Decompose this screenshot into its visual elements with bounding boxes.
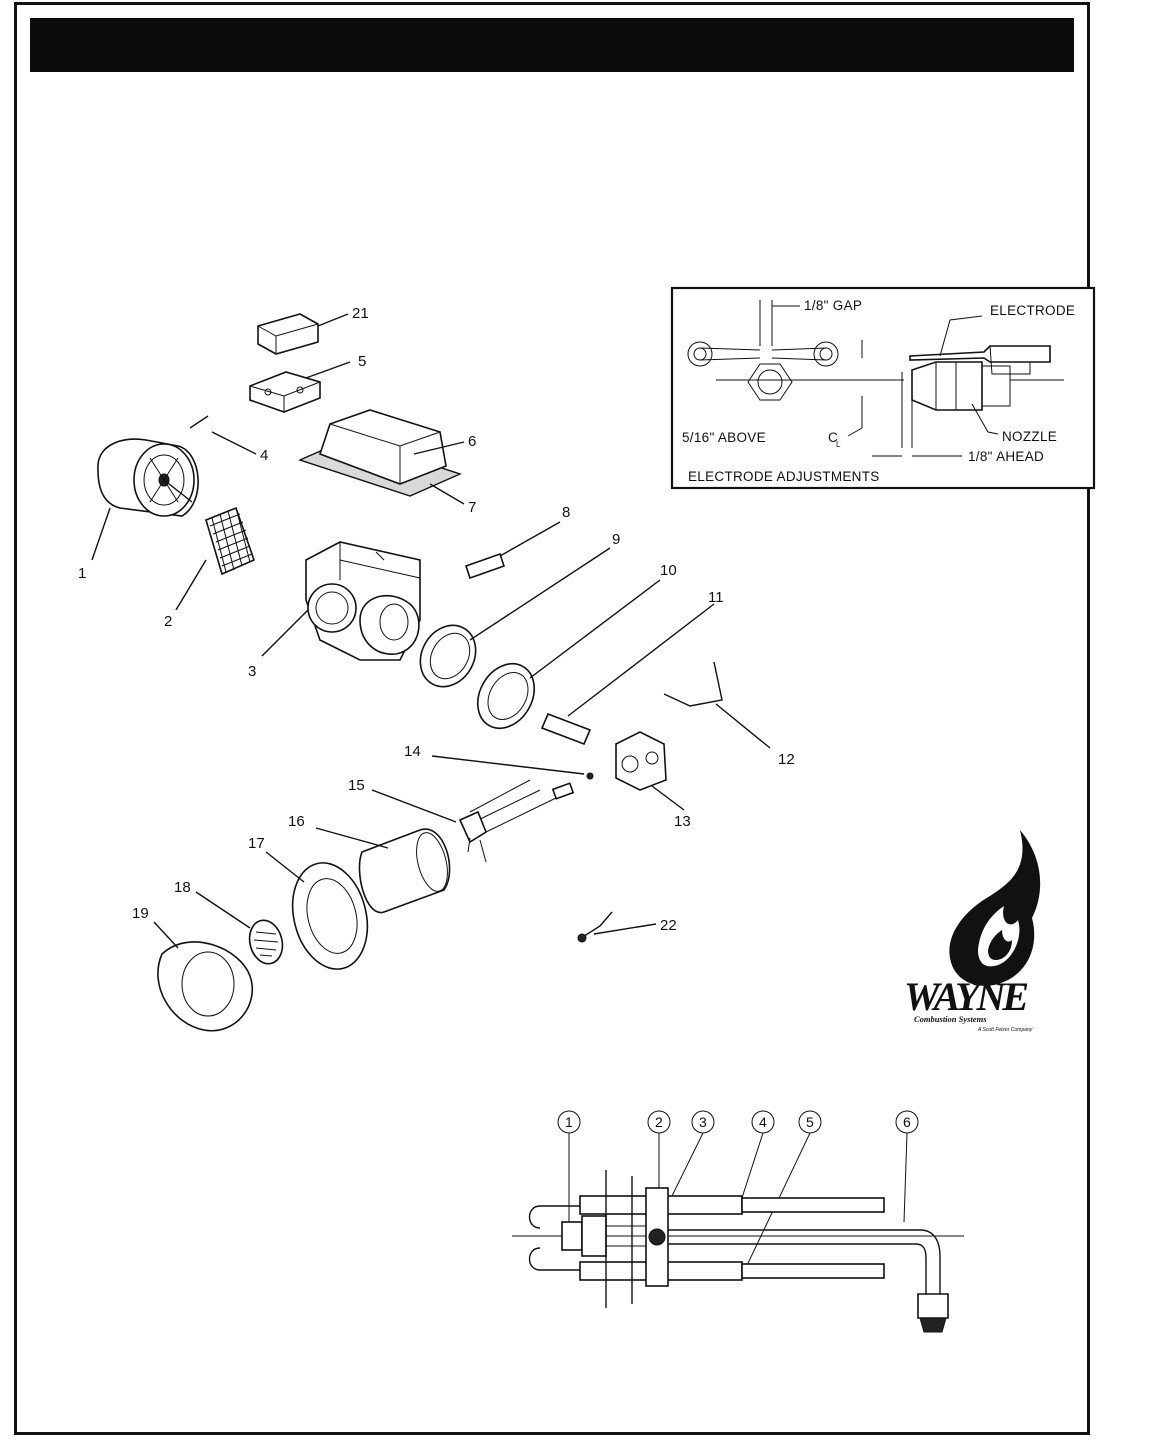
- part-15-electrode-assembly: [371, 779, 575, 863]
- assembly-callout-1: 1: [565, 1114, 573, 1130]
- part-19-plate: [153, 921, 254, 1032]
- page-frame: [14, 2, 1090, 1435]
- assembly-callout-2: 2: [655, 1114, 663, 1130]
- callout-6: 6: [468, 433, 476, 450]
- callout-17: 17: [248, 835, 265, 852]
- ahead-label: 1/8" AHEAD: [968, 449, 1044, 464]
- part-2-blower-wheel: [175, 506, 255, 611]
- logo-brand: WAYNE: [904, 974, 1027, 1019]
- electrode-label: ELECTRODE: [990, 303, 1075, 318]
- callout-16: 16: [288, 813, 305, 830]
- part-5-bracket: [249, 361, 351, 413]
- callout-14: 14: [404, 743, 421, 760]
- part-4-key: [189, 415, 209, 429]
- gap-label: 1/8" GAP: [804, 298, 862, 313]
- part-9-collar: [419, 547, 611, 688]
- assembly-callout-3: 3: [699, 1114, 707, 1130]
- part-1-motor: [91, 438, 199, 561]
- above-label: 5/16" ABOVE: [682, 430, 766, 445]
- callout-22: 22: [660, 917, 677, 934]
- callout-18: 18: [174, 879, 191, 896]
- part-13-pump: [615, 731, 685, 811]
- nozzle-assembly-diagram: 1 2 3 4 5 6: [512, 1110, 964, 1333]
- callout-21: 21: [352, 305, 369, 322]
- part-18-head: [195, 891, 284, 965]
- header-bar: [30, 18, 1074, 72]
- callout-15: 15: [348, 777, 365, 794]
- part-10-clamp: [476, 579, 661, 729]
- assembly-callout-4: 4: [759, 1114, 767, 1130]
- part-17-gasket: [265, 851, 369, 970]
- part-11-tube: [540, 603, 715, 746]
- centerline-symbol: C: [828, 430, 838, 445]
- callout-8: 8: [562, 504, 570, 521]
- part-22: [577, 911, 657, 943]
- callout-2: 2: [164, 613, 172, 630]
- logo-line3: A Scott Fetzer Company: [977, 1027, 1033, 1033]
- callout-11: 11: [708, 589, 724, 606]
- callout-12: 12: [778, 751, 795, 768]
- exploded-callouts: 21 5 4 6 7 8 9 10 11 12 13 14 15 16 17 1…: [78, 305, 795, 934]
- part-14-fitting: [431, 755, 594, 780]
- callout-4: 4: [260, 447, 268, 464]
- part-3-housing: [261, 541, 421, 661]
- callout-10: 10: [660, 562, 677, 579]
- electrode-adjustments-inset: 1/8" GAP 5/16" ABOVE C L ELECTRODE NOZZL…: [670, 286, 1096, 490]
- assembly-callout-5: 5: [806, 1114, 814, 1130]
- callout-19: 19: [132, 905, 149, 922]
- callout-1: 1: [78, 565, 86, 582]
- exploded-parts-diagram: 21 5 4 6 7 8 9 10 11 12 13 14 15 16 17 1…: [78, 305, 795, 1032]
- part-6-transformer: [298, 409, 465, 505]
- part-21-relay: [257, 313, 349, 355]
- callout-5: 5: [358, 353, 366, 370]
- assembly-callout-6: 6: [903, 1114, 911, 1130]
- part-16-air-tube: [315, 827, 451, 914]
- inset-caption: ELECTRODE ADJUSTMENTS: [688, 469, 880, 484]
- callout-3: 3: [248, 663, 256, 680]
- callout-7: 7: [468, 499, 476, 516]
- logo-line2: Combustion Systems: [914, 1014, 987, 1024]
- callout-9: 9: [612, 531, 620, 548]
- centerline-sub: L: [836, 440, 841, 449]
- nozzle-label: NOZZLE: [1002, 429, 1057, 444]
- callout-13: 13: [674, 813, 691, 830]
- part-8-plate: [464, 521, 561, 580]
- part-12-oil-line: [663, 661, 771, 749]
- wayne-logo: WAYNE Combustion Systems A Scott Fetzer …: [904, 830, 1041, 1033]
